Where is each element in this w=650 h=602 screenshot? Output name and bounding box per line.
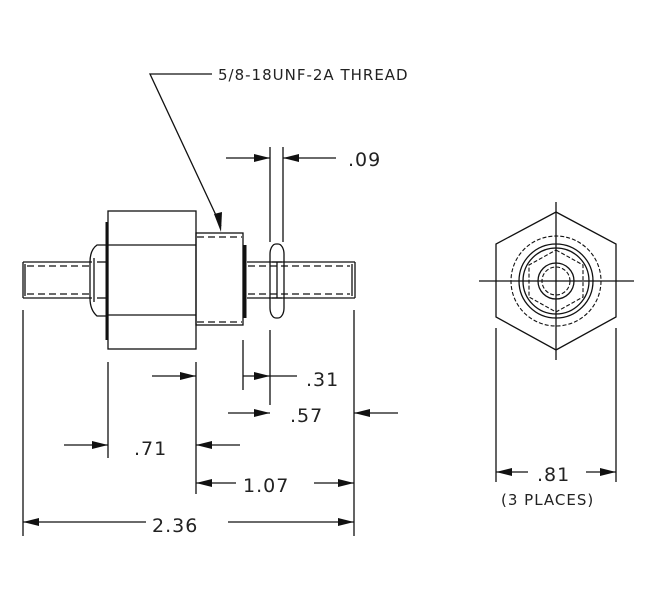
thread-callout: 5/8-18UNF-2A THREAD: [148, 66, 409, 232]
dim-nut-to-end: .57: [228, 405, 398, 427]
dim-thread-to-nut: .31: [152, 369, 339, 391]
dim-thread-to-nut-label: .31: [306, 369, 339, 391]
side-view: 5/8-18UNF-2A THREAD .09 .31: [22, 66, 409, 537]
dim-nut-thickness-label: .09: [348, 149, 381, 171]
dim-hex-length-label: .71: [134, 438, 167, 460]
dim-overall-length-label: 2.36: [152, 515, 198, 537]
dim-thread-to-end: 1.07: [196, 475, 354, 497]
right-stud: [247, 261, 356, 299]
dim-nut-thickness: .09: [226, 149, 381, 171]
right-nut: [269, 243, 285, 319]
end-view: .81 (3 PLACES): [479, 202, 634, 509]
dim-hex-note: (3 PLACES): [501, 491, 594, 509]
extension-lines: [22, 147, 355, 536]
threaded-sleeve: [195, 232, 247, 326]
dim-hex-across-flats: .81 (3 PLACES): [496, 464, 616, 509]
dim-hex-length: .71: [64, 438, 240, 460]
left-nut: [89, 222, 109, 340]
dim-nut-to-end-label: .57: [290, 405, 323, 427]
left-stud: [22, 261, 92, 299]
dim-overall-length: 2.36: [23, 515, 354, 537]
hex-body: [107, 210, 197, 350]
dim-hex-across-flats-label: .81: [537, 464, 570, 486]
thread-callout-label: 5/8-18UNF-2A THREAD: [218, 66, 409, 84]
dim-thread-to-end-label: 1.07: [243, 475, 289, 497]
